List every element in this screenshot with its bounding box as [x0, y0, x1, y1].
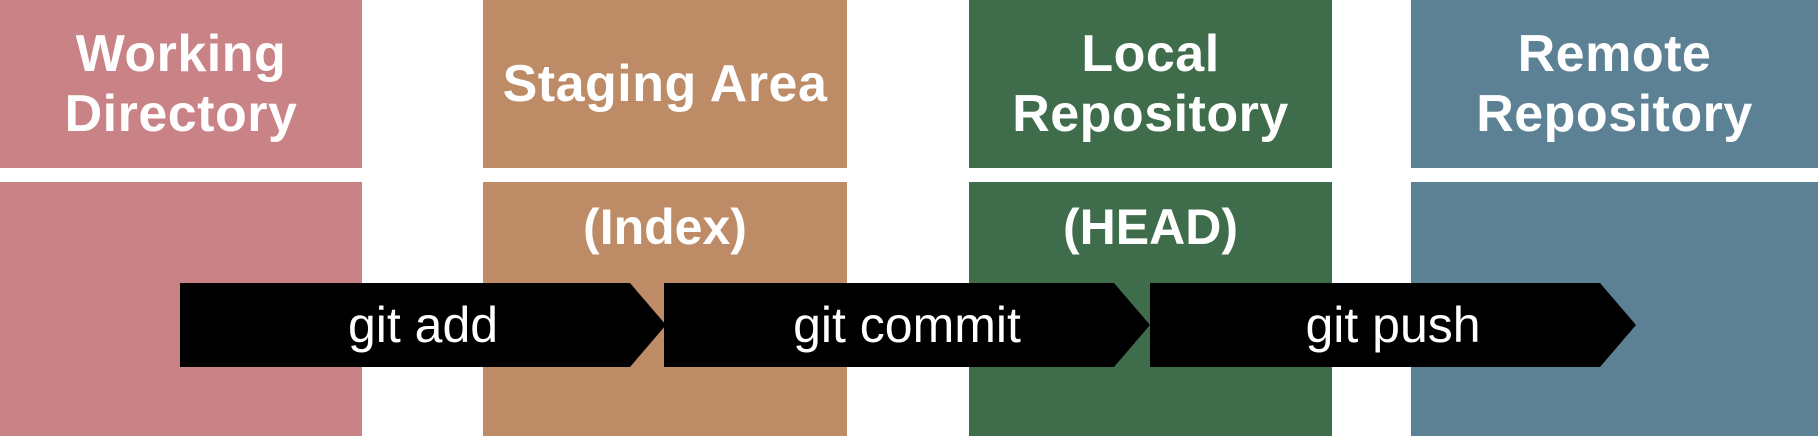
arrow-shape: [180, 283, 666, 367]
arrow-git-add: git add: [180, 283, 666, 367]
arrow-git-push: git push: [1150, 283, 1636, 367]
area-staging: Staging Area (Index): [483, 0, 847, 436]
area-remote-repository: Remote Repository: [1411, 0, 1818, 436]
header-divider: [0, 168, 1818, 182]
area-subtitle: (Index): [583, 199, 747, 255]
arrow-label: git commit: [793, 297, 1021, 353]
area-header: Local Repository: [969, 0, 1332, 168]
area-local-repository: Local Repository (HEAD): [969, 0, 1332, 436]
arrow-label: git push: [1305, 297, 1481, 353]
area-title: Working Directory: [64, 24, 298, 143]
area-title: Remote Repository: [1476, 24, 1753, 143]
area-header: Staging Area: [483, 0, 847, 168]
area-working-directory: Working Directory: [0, 0, 362, 436]
arrow-shape: [664, 283, 1150, 367]
area-subtitle: (HEAD): [1063, 199, 1238, 255]
area-title: Local Repository: [1012, 24, 1289, 143]
area-title: Staging Area: [502, 54, 828, 113]
arrow-label: git add: [347, 297, 499, 353]
area-header: Working Directory: [0, 0, 362, 168]
arrow-git-commit: git commit: [664, 283, 1150, 367]
arrow-shape: [1150, 283, 1636, 367]
area-header: Remote Repository: [1411, 0, 1818, 168]
